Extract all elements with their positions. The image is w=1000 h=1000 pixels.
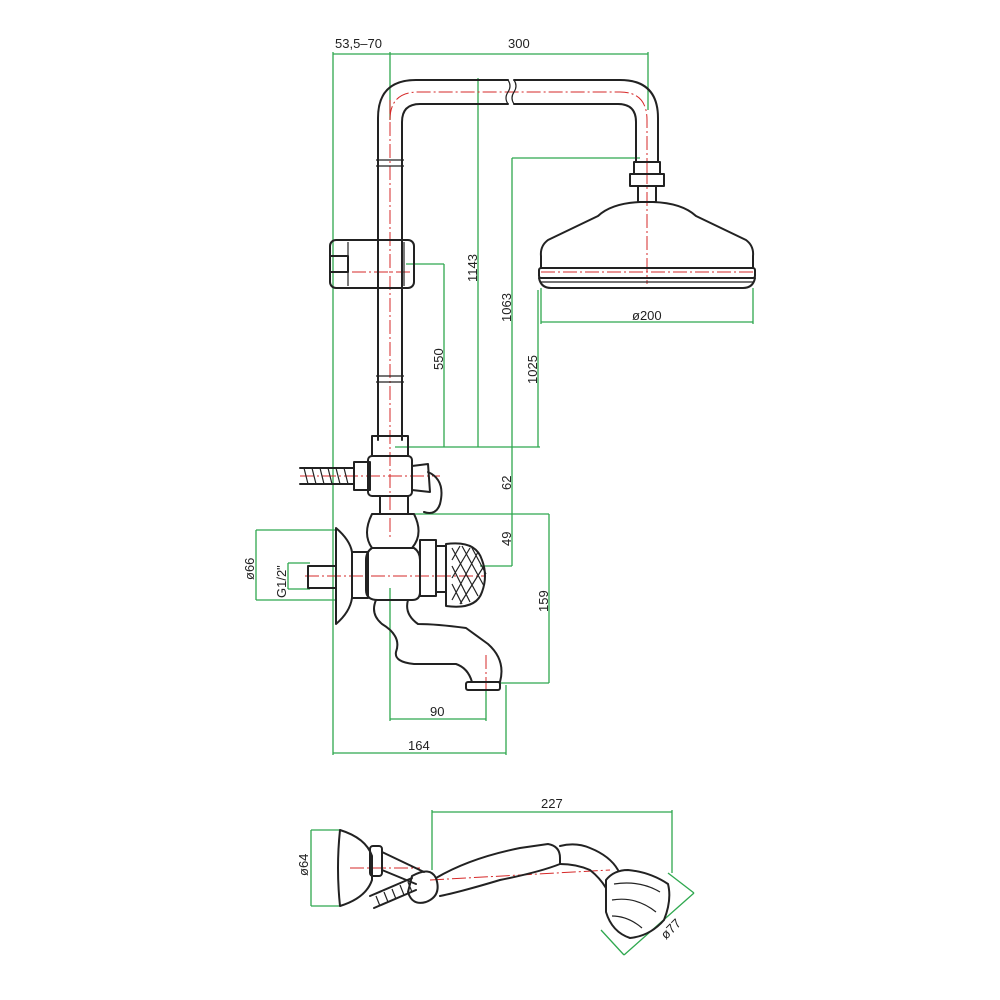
dim-slider-height: 550 bbox=[431, 348, 446, 370]
dim-head-diameter: ø200 bbox=[632, 308, 662, 323]
dim-handshower-head: ø77 bbox=[658, 916, 684, 942]
hand-shower bbox=[337, 829, 671, 939]
dim-arm-length: 300 bbox=[508, 36, 530, 51]
dimension-labels: 53,5–70 300 1143 1063 1025 550 ø200 62 4… bbox=[242, 36, 684, 942]
shower-column bbox=[376, 79, 665, 441]
dim-flange-diameter: ø66 bbox=[242, 558, 257, 580]
dim-height-total: 1143 bbox=[465, 254, 480, 282]
slider-bracket bbox=[329, 239, 415, 289]
mixer-body bbox=[299, 435, 503, 691]
rain-shower-head bbox=[538, 201, 756, 289]
dim-height-head-bottom: 1025 bbox=[525, 355, 540, 384]
dim-diverter-offset: 62 bbox=[499, 476, 514, 490]
dim-bracket-diameter: ø64 bbox=[296, 854, 311, 876]
dim-height-head: 1063 bbox=[499, 293, 514, 322]
dim-inlet-offset: 49 bbox=[499, 532, 514, 546]
dim-spout-reach: 90 bbox=[430, 704, 444, 719]
dim-offset: 53,5–70 bbox=[335, 36, 382, 51]
dim-total-depth: 164 bbox=[408, 738, 430, 753]
dim-thread: G1/2" bbox=[274, 565, 289, 598]
dimension-lines bbox=[255, 52, 754, 956]
dim-handshower-length: 227 bbox=[541, 796, 563, 811]
dim-spout-drop: 159 bbox=[536, 590, 551, 612]
